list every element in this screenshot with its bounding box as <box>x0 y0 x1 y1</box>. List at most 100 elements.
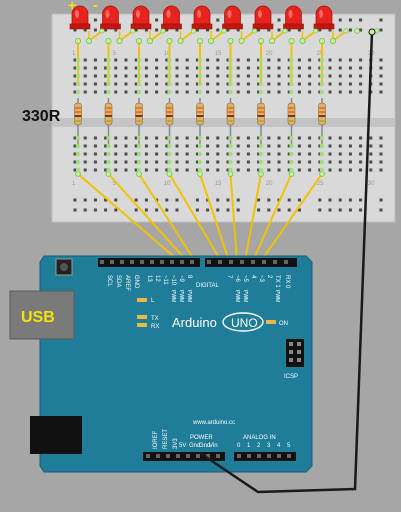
connected-hole <box>167 143 172 149</box>
breadboard-hole <box>226 168 230 172</box>
resistor-band <box>135 107 143 109</box>
resistor-band <box>135 115 143 117</box>
breadboard-hole <box>379 66 383 70</box>
rail-hole <box>359 28 363 32</box>
breadboard-hole <box>185 74 189 78</box>
power-pin-label: Vin <box>209 443 218 449</box>
breadboard-hole <box>165 136 169 140</box>
breadboard-hole <box>359 58 363 62</box>
digital-pin-label: ~11 <box>162 275 168 285</box>
column-number-bottom: 1 <box>72 181 76 187</box>
connected-hole <box>289 73 294 79</box>
breadboard-hole <box>114 160 118 164</box>
breadboard-hole <box>134 74 138 78</box>
breadboard-hole <box>328 82 332 86</box>
breadboard-hole <box>338 168 342 172</box>
breadboard-hole <box>195 66 199 70</box>
highlight-hole <box>146 38 153 45</box>
rail-hole <box>165 208 169 212</box>
resistor-band <box>74 111 82 113</box>
rail-hole <box>93 18 97 22</box>
rail-hole <box>160 28 166 34</box>
breadboard-hole <box>277 58 281 62</box>
connected-hole <box>106 151 111 157</box>
icsp-pin <box>289 350 293 354</box>
connected-hole <box>106 159 111 165</box>
rail-hole <box>175 28 179 32</box>
breadboard-hole <box>297 136 301 140</box>
breadboard-hole <box>359 90 363 94</box>
led <box>252 5 274 30</box>
connected-hole <box>167 73 172 79</box>
connected-hole <box>258 143 264 149</box>
rail-hole <box>175 198 179 202</box>
rail-hole <box>155 28 159 32</box>
breadboard-hole <box>144 58 148 62</box>
digital-pin-label: SDA <box>115 275 121 287</box>
connected-hole <box>106 89 111 95</box>
rail-hole <box>134 208 138 212</box>
header-pin <box>130 260 134 264</box>
breadboard-hole <box>226 152 230 156</box>
connected-hole <box>136 57 142 63</box>
breadboard-hole <box>379 144 383 148</box>
connected-hole <box>228 135 233 141</box>
breadboard-hole <box>236 136 240 140</box>
rail-hole <box>338 18 342 22</box>
connected-hole <box>258 81 264 87</box>
breadboard-hole <box>348 90 352 94</box>
breadboard-hole <box>257 66 261 70</box>
digital-pin-label: 7 <box>226 275 232 279</box>
rail-hole <box>297 198 301 202</box>
breadboard-hole <box>287 168 291 172</box>
breadboard-hole <box>318 74 322 78</box>
highlight-hole <box>116 38 123 45</box>
breadboard-hole <box>348 168 352 172</box>
rail-hole <box>236 208 240 212</box>
resistor-band <box>257 111 265 113</box>
uno-logo <box>222 312 264 332</box>
breadboard-hole <box>144 136 148 140</box>
breadboard-hole <box>246 136 250 140</box>
breadboard-hole <box>257 168 261 172</box>
wire-end <box>75 171 81 177</box>
breadboard-hole <box>124 160 128 164</box>
resistor-band <box>105 120 112 122</box>
breadboard-hole <box>277 136 281 140</box>
breadboard-hole <box>83 66 87 70</box>
breadboard-hole <box>379 74 383 78</box>
power-pin-label: 5V <box>179 443 186 449</box>
breadboard-hole <box>308 82 312 86</box>
breadboard-hole <box>318 66 322 70</box>
rail-hole <box>195 28 199 32</box>
breadboard-hole <box>267 58 271 62</box>
rail-hole <box>104 198 108 202</box>
icsp-pin <box>297 358 301 362</box>
breadboard-hole <box>297 168 301 172</box>
breadboard-hole <box>175 90 179 94</box>
connected-hole <box>319 135 325 141</box>
breadboard-hole <box>348 82 352 86</box>
connected-hole <box>75 89 81 95</box>
pwm-label: PWM <box>242 290 248 302</box>
signal-wire <box>168 173 222 262</box>
breadboard-hole <box>73 90 77 94</box>
breadboard-hole <box>165 74 169 78</box>
rail-hole <box>73 198 77 202</box>
breadboard-hole <box>195 152 199 156</box>
breadboard-hole <box>155 90 159 94</box>
breadboard-hole <box>267 82 271 86</box>
resistor-band <box>318 120 326 122</box>
breadboard-hole <box>155 82 159 86</box>
breadboard-hole <box>73 82 77 86</box>
breadboard-hole <box>144 160 148 164</box>
pwm-label: PWM <box>274 290 280 302</box>
breadboard-hole <box>134 58 138 62</box>
breadboard-hole <box>236 160 240 164</box>
rail-hole <box>191 28 197 34</box>
breadboard-hole <box>338 152 342 156</box>
ground-wire-end <box>368 28 376 36</box>
led <box>283 5 304 30</box>
header-pin <box>110 260 114 264</box>
connected-hole <box>75 151 81 157</box>
